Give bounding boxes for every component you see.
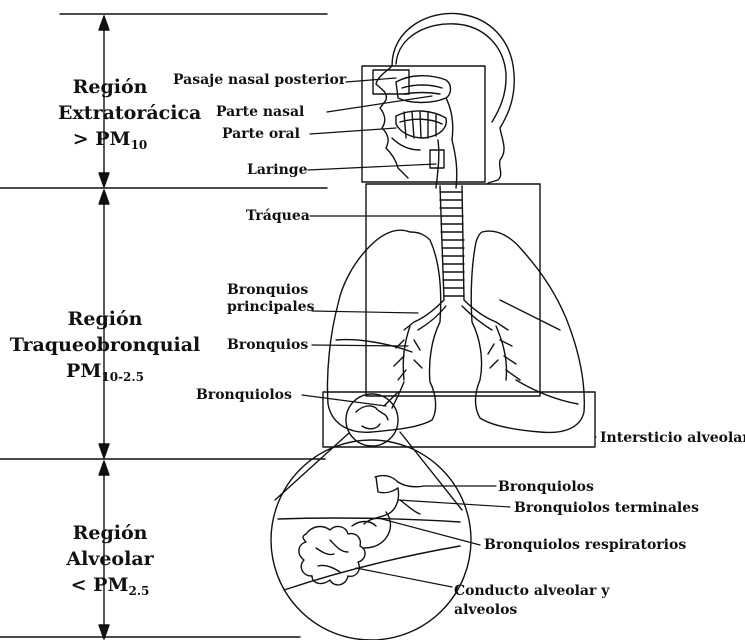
extrathoracic-size-prefix: > PM: [73, 128, 131, 150]
label-alveolar-duct-1: Conducto alveolar y: [454, 583, 609, 599]
label-main-bronchi-2: principales: [227, 299, 314, 315]
extrathoracic-region-label: Región Extratorácica > PM10: [58, 74, 162, 158]
label-alveolar-duct-2: alveolos: [454, 602, 517, 618]
magnifier-line-right: [400, 432, 462, 510]
label-respiratory-bronchioles: Bronquiolos respiratorios: [484, 537, 686, 553]
tracheobronchial-size: PM10-2.5: [0, 358, 210, 390]
label-alveolar-interstitium: Intersticio alveolar: [600, 430, 745, 446]
label-nasal-part: Parte nasal: [216, 104, 304, 120]
magnifier-line-left: [275, 433, 349, 500]
alveolar-zoom-circle: [271, 440, 471, 640]
head-outline: [392, 13, 514, 183]
label-posterior-nasal: Pasaje nasal posterior: [173, 72, 346, 88]
tracheobronchial-region-label: Región Traqueobronquial PM10-2.5: [0, 306, 210, 390]
alveolar-size: < PM2.5: [58, 572, 162, 604]
alveolar-line1: Región: [58, 520, 162, 546]
extrathoracic-size: > PM10: [58, 126, 162, 158]
tracheobronchial-line2: Traqueobronquial: [0, 332, 210, 358]
extrathoracic-size-sub: 10: [131, 138, 148, 152]
alveolar-line2: Alveolar: [58, 546, 162, 572]
label-zoom-bronchioles: Bronquiolos: [498, 479, 594, 495]
label-main-bronchi-1: Bronquios: [227, 282, 308, 298]
label-oral-part: Parte oral: [222, 126, 300, 142]
alveolar-box: [323, 392, 595, 447]
tracheobronchial-line1: Región: [0, 306, 210, 332]
extrathoracic-line1: Región: [58, 74, 162, 100]
label-terminal-bronchioles: Bronquiolos terminales: [514, 500, 699, 516]
face-profile: [376, 66, 408, 178]
label-bronchioles: Bronquiolos: [196, 387, 292, 403]
tracheobronchial-size-prefix: PM: [66, 360, 101, 382]
tracheobronchial-size-sub: 10-2.5: [101, 370, 144, 384]
label-bronchi: Bronquios: [227, 337, 308, 353]
alveolar-size-sub: 2.5: [128, 584, 149, 598]
left-lung: [327, 230, 440, 432]
alveolar-size-prefix: < PM: [71, 574, 129, 596]
label-trachea: Tráquea: [246, 208, 310, 224]
trachea: [440, 186, 464, 300]
alveolar-cluster: [299, 527, 365, 585]
label-larynx: Laringe: [247, 162, 307, 178]
nasal-box: [373, 70, 409, 94]
extrathoracic-line2: Extratorácica: [58, 100, 162, 126]
alveolar-region-label: Región Alveolar < PM2.5: [58, 520, 162, 604]
